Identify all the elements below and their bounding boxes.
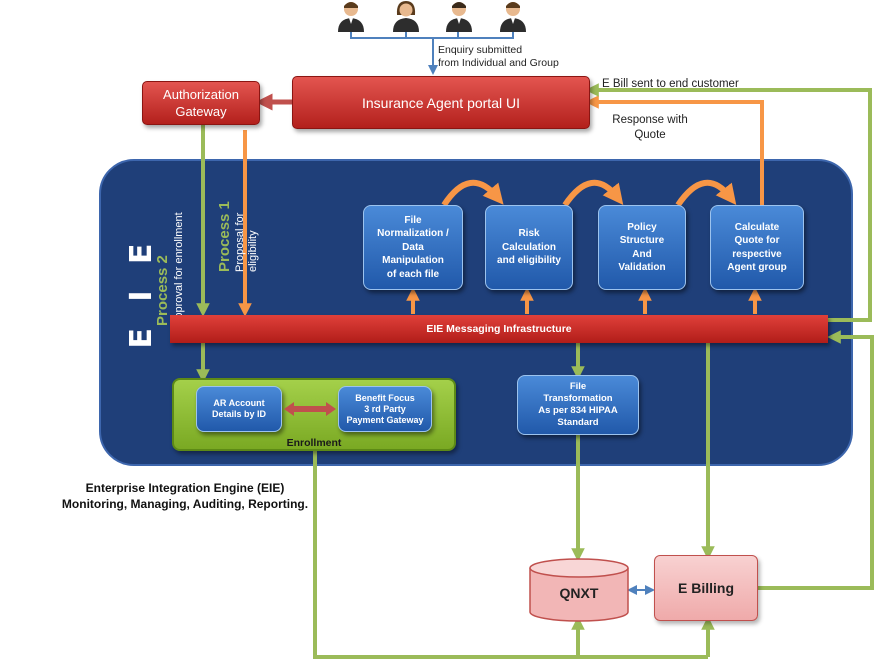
response-arrow (585, 95, 764, 205)
response-note: Response with Quote (612, 114, 688, 141)
process2-label: Process 2 Approval for enrollment (154, 166, 196, 326)
file-transformation[interactable]: File Transformation As per 834 HIPAA Sta… (517, 375, 639, 435)
authorization-gateway[interactable]: Authorization Gateway (142, 81, 260, 125)
ebill-arrow (585, 83, 872, 322)
process2-title: Process 2 (154, 255, 171, 326)
qnxt-cylinder (529, 558, 629, 622)
step-risk-calculation[interactable]: Risk Calculation and eligibility (485, 205, 573, 290)
ebilling-to-bar-arrow (758, 330, 874, 590)
double-arrow-icon (284, 402, 336, 416)
step-policy-structure[interactable]: Policy Structure And Validation (598, 205, 686, 290)
bar-to-steps-arrows (406, 287, 762, 314)
enrollment-label: Enrollment (286, 437, 342, 449)
person-icon (500, 2, 526, 32)
enquiry-note: Enquiry submitted from Individual and Gr… (438, 44, 559, 69)
qnxt-database[interactable]: QNXT (559, 585, 599, 601)
user-group (335, 0, 530, 34)
ar-account-details[interactable]: AR Account Details by ID (196, 386, 282, 432)
benefit-focus-gateway[interactable]: Benefit Focus 3 rd Party Payment Gateway (338, 386, 432, 432)
eie-caption: Enterprise Integration Engine (EIE) Moni… (61, 481, 309, 511)
enrollment-bottom-loop (313, 451, 708, 659)
ebill-note: E Bill sent to end customer (602, 78, 739, 90)
person-female-icon (393, 1, 419, 32)
step-flow-arrows (441, 179, 737, 207)
step-calculate-quote[interactable]: Calculate Quote for respective Agent gro… (710, 205, 804, 290)
process1-title: Process 1 (216, 201, 233, 272)
step-file-normalization[interactable]: File Normalization / Data Manipulation o… (363, 205, 463, 290)
insurance-agent-portal[interactable]: Insurance Agent portal UI (292, 76, 590, 129)
e-billing[interactable]: E Billing (654, 555, 758, 621)
eie-messaging-bar[interactable]: EIE Messaging Infrastructure (170, 315, 828, 343)
process1-label: Process 1 Proposal for eligibility (216, 176, 272, 272)
enquiry-connector (350, 32, 514, 75)
person-icon (446, 2, 472, 32)
process1-desc: Proposal for eligibility (234, 212, 259, 272)
person-icon (338, 2, 364, 32)
process2-desc: Approval for enrollment (173, 212, 185, 326)
